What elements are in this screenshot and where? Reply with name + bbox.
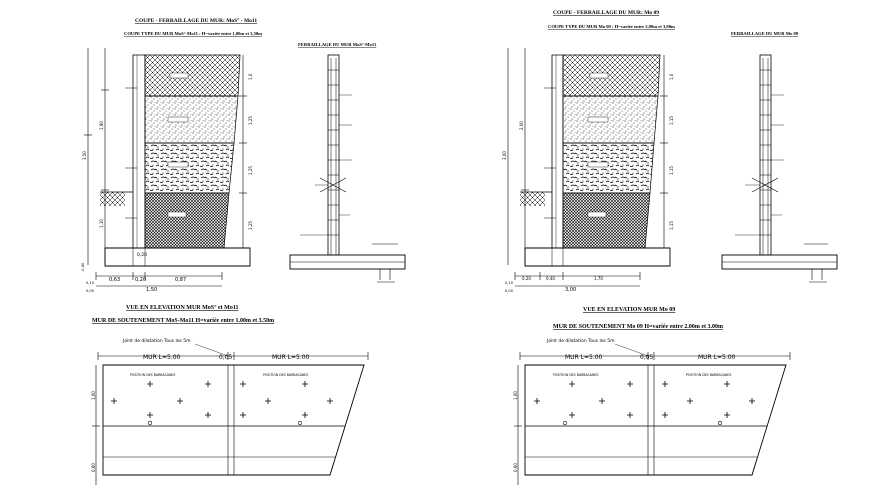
right-bottom-dim-1: 0,20 — [522, 276, 531, 281]
left-elevation-view: MUR L=5.00 0,05 MUR L=5.00 POSITION DES … — [91, 352, 369, 485]
left-dim-lower: 1,10 — [99, 219, 104, 228]
right-dim-total: 3,00 — [502, 151, 507, 160]
left-level-1: -0,40 — [81, 262, 85, 272]
left-span-left: MUR L=5.00 — [143, 354, 181, 361]
right-layer-dim-4: 1,15 — [669, 221, 674, 230]
right-wall-section: 3,00 2,00 1,0 1,15 1,15 1,15 — [502, 48, 674, 293]
right-sheet: COUPE - FERRAILLAGE DU MUR: Mo 09 COUPE … — [502, 10, 838, 485]
right-reinforcement-detail — [721, 54, 838, 283]
left-joint-width: 0,05 — [219, 354, 233, 361]
left-level-3: 0,00 — [86, 289, 95, 293]
left-sheet: COUPE - FERRAILLAGE DU MUR: MoS° - Mo11 … — [81, 17, 406, 485]
left-bottom-total: 1,50 — [146, 287, 157, 293]
right-elevation-title: VUE EN ELEVATION MUR Mo 09 — [583, 307, 675, 313]
right-bottom-total: 3,00 — [565, 287, 576, 293]
right-joint-label: Joint de dilatation Tous les 5m — [546, 338, 615, 344]
right-elev-bottom: 0,60 — [513, 463, 518, 472]
left-dim-total: 3,50 — [82, 151, 87, 160]
right-level-1: 0,10 — [505, 281, 514, 285]
right-bottom-dim-3: 1,70 — [594, 276, 603, 281]
left-wall-section: 3,50 1,90 1,10 1, — [81, 48, 253, 293]
left-elevation-subtitle: MUR DE SOUTENEMENT MoS-Mo11 H=variée ent… — [92, 318, 274, 324]
left-layer-dim-2: 1,25 — [248, 116, 253, 125]
left-layer-dim-3: 1,25 — [248, 166, 253, 175]
right-panel-label-1: POSITION DES BARBACANES — [553, 373, 598, 377]
right-section-subtitle: COUPE TYPE DU MUR Mo 09 : H=variée entre… — [548, 24, 675, 29]
left-section-subtitle: COUPE TYPE DU MUR MoS°-Mo11 : H=variée e… — [124, 31, 262, 36]
left-panel-label-2: POSITION DES BARBACANES — [263, 373, 308, 377]
right-layer-dim-2: 1,15 — [669, 116, 674, 125]
right-layer-dim-3: 1,15 — [669, 166, 674, 175]
left-bottom-dim-1: 0,63 — [109, 277, 120, 283]
left-footing-mark: 0,20 — [137, 252, 147, 258]
right-elev-height: 1,00 — [513, 391, 518, 400]
right-level-2: 0,00 — [505, 289, 514, 293]
right-section-title: COUPE - FERRAILLAGE DU MUR: Mo 09 — [553, 10, 659, 16]
right-dim-upper: 2,00 — [519, 121, 524, 130]
right-layer-dim-1: 1,0 — [669, 73, 674, 80]
right-reinforcement-title: FERRAILLAGE DU MUR Mo 09 — [731, 31, 799, 36]
left-bottom-dim-2: 0,20 — [135, 277, 146, 283]
right-joint-width: 0,05 — [640, 354, 654, 361]
left-level-2: 0,10 — [86, 281, 95, 285]
right-elevation-view: MUR L=5.00 0,05 MUR L=5.00 POSITION DES … — [513, 352, 791, 485]
left-elev-bottom: 0,60 — [91, 463, 96, 472]
left-joint-label: Joint de dilatation Tous les 5m — [122, 338, 191, 344]
left-reinforcement-detail — [289, 54, 406, 283]
left-section-title: COUPE - FERRAILLAGE DU MUR: MoS° - Mo11 — [135, 17, 257, 24]
left-weephole-marks — [111, 381, 333, 418]
right-span-right: MUR L=5.00 — [698, 354, 736, 361]
right-elevation-subtitle: MUR DE SOUTENEMENT Mo 09 H=variée entre … — [553, 324, 723, 330]
left-reinforcement-title: FERRAILLAGE DU MUR MoS°-Mo11 — [298, 42, 377, 47]
right-span-left: MUR L=5.00 — [565, 354, 603, 361]
left-dim-upper: 1,90 — [99, 121, 104, 130]
left-bottom-dim-3: 0,87 — [175, 277, 186, 283]
right-panel-label-2: POSITION DES BARBACANES — [686, 373, 731, 377]
left-layer-dim-1: 1,0 — [248, 73, 253, 80]
left-panel-label-1: POSITION DES BARBACANES — [130, 373, 175, 377]
right-weephole-marks — [534, 381, 755, 418]
left-elev-height: 1,00 — [91, 391, 96, 400]
left-span-right: MUR L=5.00 — [272, 354, 310, 361]
left-layer-dim-4: 1,25 — [248, 221, 253, 230]
right-bottom-dim-2: 0,40 — [546, 276, 555, 281]
left-elevation-title: VUE EN ELEVATION MUR MoS° et Mo11 — [126, 304, 239, 311]
